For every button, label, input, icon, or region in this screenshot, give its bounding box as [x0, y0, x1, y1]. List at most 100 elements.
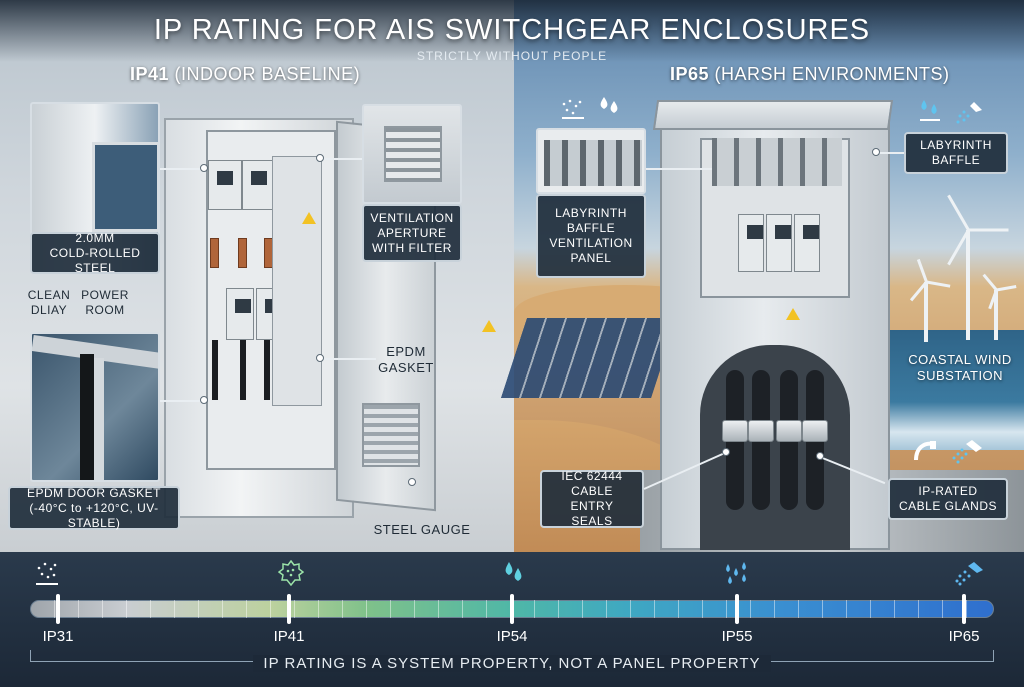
scale-segment-divider [102, 600, 103, 618]
scale-segment-divider [726, 600, 727, 618]
scale-tick-ip54 [510, 594, 514, 624]
leader-line [322, 358, 376, 360]
scale-segment-divider [390, 600, 391, 618]
busbar [238, 238, 247, 268]
scale-segment-divider [222, 600, 223, 618]
left-heading-text: (INDOOR BASELINE) [174, 64, 361, 84]
scale-segment-divider [486, 600, 487, 618]
callout-ventilation-aperture: VENTILATION APERTURE WITH FILTER [362, 204, 462, 262]
breaker [794, 214, 820, 272]
scale-segment-divider [366, 600, 367, 618]
right-section-heading: IP65 (HARSH ENVIRONMENTS) [670, 64, 950, 85]
scale-segment-divider [150, 600, 151, 618]
scale-label-ip31: IP31 [42, 628, 74, 645]
scale-segment-divider [54, 600, 55, 618]
callout-ip-rated-glands: IP-RATED CABLE GLANDS [888, 478, 1008, 520]
breaker [226, 288, 254, 340]
scale-note-text: IP RATING IS A SYSTEM PROPERTY, NOT A PA… [253, 655, 771, 672]
scale-segment-divider [798, 600, 799, 618]
label-steel-gauge: STEEL GAUGE [373, 522, 471, 537]
right-heading-code: IP65 [670, 64, 710, 84]
control-panel [272, 156, 322, 406]
scale-segment-divider [126, 600, 127, 618]
scale-segment-divider [654, 600, 655, 618]
scale-segment-divider [174, 600, 175, 618]
scale-segment-divider [822, 600, 823, 618]
cable-gland [802, 420, 828, 442]
scale-tick-ip41 [287, 594, 291, 624]
cable [240, 340, 246, 400]
scale-segment-divider [918, 600, 919, 618]
callout-epdm-door-gasket: EPDM DOOR GASKET (-40°C to +120°C, UV-ST… [8, 486, 180, 530]
scale-segment-divider [702, 600, 703, 618]
labyrinth-baffle [712, 138, 842, 186]
scale-segment-divider [318, 600, 319, 618]
scale-segment-divider [630, 600, 631, 618]
left-heading-code: IP41 [130, 64, 170, 84]
leader-dot [722, 448, 730, 456]
scale-segment-divider [462, 600, 463, 618]
leader-line [876, 152, 904, 154]
leader-dot [316, 154, 324, 162]
scale-label-ip55: IP55 [721, 628, 753, 645]
scale-segment-divider [774, 600, 775, 618]
scale-segment-divider [894, 600, 895, 618]
left-section-heading: IP41 (INDOOR BASELINE) [130, 64, 360, 85]
warning-icon [482, 320, 496, 332]
label-epdm-gasket: EPDM GASKET [378, 344, 434, 376]
hose-icon [912, 438, 938, 464]
water-drop-icon [596, 94, 622, 120]
breaker [208, 160, 242, 210]
ventilation-closeup-inset [362, 104, 462, 204]
breaker [738, 214, 764, 272]
callout-cold-rolled-steel: 2.0MM COLD-ROLLED STEEL [30, 231, 160, 275]
cable-compartment [700, 345, 850, 550]
busbar [210, 238, 219, 268]
scale-segment-divider [870, 600, 871, 618]
scale-segment-divider [270, 600, 271, 618]
scale-label-ip54: IP54 [496, 628, 528, 645]
subtitle: STRICTLY WITHOUT PEOPLE [416, 49, 608, 63]
scale-segment-divider [438, 600, 439, 618]
leader-dot [408, 478, 416, 486]
water-jet-icon [954, 560, 984, 586]
callout-labyrinth-baffle: LABYRINTH BAFFLE [904, 132, 1008, 174]
scale-segment-divider [558, 600, 559, 618]
scale-segment-divider [414, 600, 415, 618]
cable [212, 340, 218, 400]
scale-segment-divider [78, 600, 79, 618]
scale-note: IP RATING IS A SYSTEM PROPERTY, NOT A PA… [0, 655, 1024, 672]
cable-gland [776, 420, 802, 442]
scale-segment-divider [294, 600, 295, 618]
water-drops-icon [918, 98, 942, 124]
warning-icon [302, 212, 316, 224]
scale-segment-divider [750, 600, 751, 618]
cable-gland [748, 420, 774, 442]
ocean [880, 330, 1024, 450]
leader-line [160, 168, 204, 170]
scale-segment-divider [846, 600, 847, 618]
callout-iec-62444: IEC 62444 CABLE ENTRY SEALS [540, 469, 644, 528]
shower-icon [954, 98, 984, 124]
cable [264, 340, 270, 400]
scale-segment-divider [198, 600, 199, 618]
water-drop-icon [500, 560, 524, 586]
leader-dot [872, 148, 880, 156]
scale-segment-divider [246, 600, 247, 618]
scale-label-ip65: IP65 [948, 628, 980, 645]
dust-icon [560, 98, 586, 120]
main-title: IP RATING FOR AIS SWITCHGEAR ENCLOSURES [153, 14, 871, 46]
callout-labyrinth-baffle-panel: LABYRINTH BAFFLE VENTILATION PANEL [536, 194, 646, 278]
leader-dot [816, 452, 824, 460]
dust-protected-icon [277, 559, 305, 587]
baffle-closeup-inset [536, 128, 646, 194]
leader-line [646, 168, 712, 170]
scale-segment-divider [534, 600, 535, 618]
door-vent-grille [362, 403, 420, 467]
scale-segment-divider [342, 600, 343, 618]
scale-tick-ip55 [735, 594, 739, 624]
scale-tick-ip65 [962, 594, 966, 624]
water-jet-icon [950, 438, 984, 464]
breaker [766, 214, 792, 272]
